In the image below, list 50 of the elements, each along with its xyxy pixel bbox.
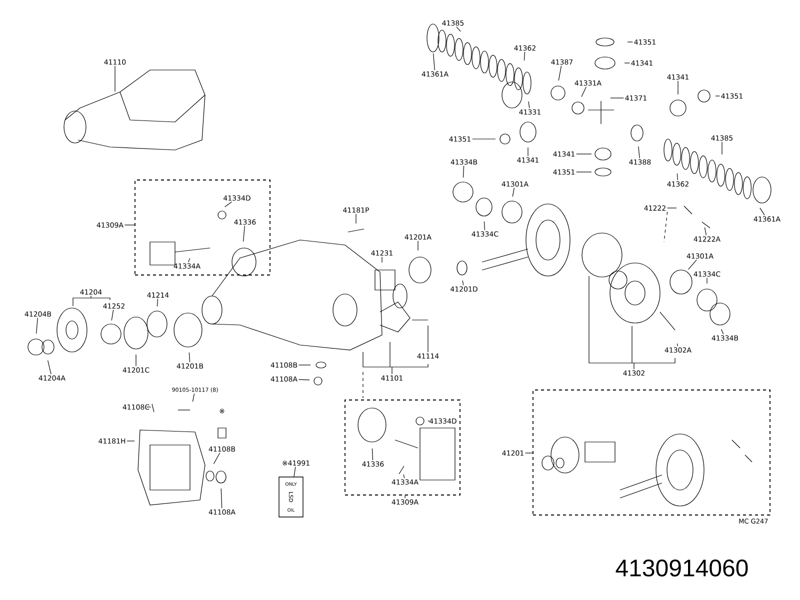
leader-line xyxy=(512,188,515,197)
leader-line xyxy=(677,343,678,346)
leader-line xyxy=(404,495,406,498)
leader-line xyxy=(760,208,765,216)
leader-line xyxy=(36,318,38,334)
leader-line xyxy=(156,298,158,307)
leader-line xyxy=(243,226,245,242)
leader-line xyxy=(124,224,135,226)
leader-line xyxy=(484,221,486,230)
leader-line xyxy=(298,379,310,380)
leader-line xyxy=(721,328,724,334)
leader-line xyxy=(581,86,586,98)
leader-line xyxy=(298,364,311,366)
kit-boundary xyxy=(532,390,770,516)
leader-line xyxy=(294,466,296,477)
leader-line xyxy=(588,276,676,370)
leader-line xyxy=(456,26,461,32)
leader-line xyxy=(111,310,114,321)
leader-line xyxy=(220,488,222,508)
leader-line xyxy=(403,474,405,478)
leader-line xyxy=(372,448,374,460)
leader-line xyxy=(72,296,110,306)
leader-line xyxy=(188,258,190,262)
leader-line xyxy=(524,52,526,61)
leader-line xyxy=(362,342,428,374)
leader-line xyxy=(528,101,530,108)
leader-line xyxy=(462,280,464,286)
leader-line xyxy=(126,440,135,442)
leader-line xyxy=(558,66,562,81)
leader-line xyxy=(192,393,195,402)
leader-line xyxy=(146,406,152,408)
leader-line xyxy=(664,212,668,242)
kit-boundary xyxy=(134,180,270,276)
leader-line xyxy=(114,66,116,92)
leader-line xyxy=(213,452,220,464)
kit-boundary xyxy=(344,400,460,496)
leader-line xyxy=(704,227,707,236)
leader-line xyxy=(188,352,190,362)
part-code: 4130914060 xyxy=(616,560,748,576)
leader-line xyxy=(472,138,496,140)
leader-line xyxy=(624,62,630,64)
leader-line xyxy=(688,260,697,270)
leader-line xyxy=(433,53,435,70)
leader-line xyxy=(48,360,52,374)
leader-line xyxy=(706,278,708,284)
leader-line xyxy=(462,166,464,178)
leader-line xyxy=(638,146,640,158)
leader-line xyxy=(676,173,678,180)
leader-line xyxy=(224,202,232,208)
leader-line xyxy=(525,452,533,454)
